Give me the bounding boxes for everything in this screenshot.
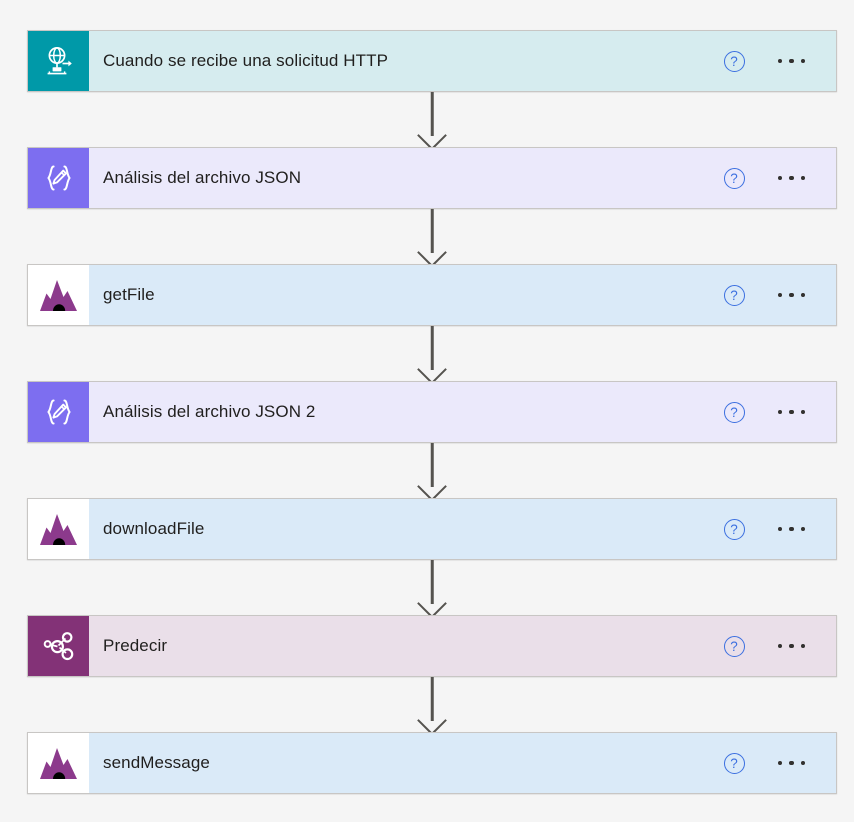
flow-step-card[interactable]: Predecir? [27, 615, 837, 677]
flow-step-actions: ? [723, 401, 827, 423]
ellipsis-icon[interactable] [777, 175, 805, 181]
flow-step-list: Cuando se recibe una solicitud HTTP?Anál… [27, 30, 837, 794]
flow-step-title: downloadFile [103, 519, 205, 538]
connector-arrowhead [417, 588, 447, 619]
flow-step-body[interactable]: Predecir? [89, 616, 836, 676]
flow-step-card[interactable]: sendMessage? [27, 732, 837, 794]
flow-step-body[interactable]: sendMessage? [89, 733, 836, 793]
flow-step-card[interactable]: Análisis del archivo JSON 2? [27, 381, 837, 443]
flow-connector-arrow [27, 326, 837, 385]
http-request-globe-icon [28, 31, 89, 91]
connector-arrowhead [417, 120, 447, 151]
flow-step-actions: ? [723, 167, 827, 189]
connector-arrowhead [417, 354, 447, 385]
flow-step-title: sendMessage [103, 753, 210, 772]
flow-step-body[interactable]: Cuando se recibe una solicitud HTTP? [89, 31, 836, 91]
flow-step-actions: ? [723, 752, 827, 774]
flow-step-card[interactable]: getFile? [27, 264, 837, 326]
flow-step-body[interactable]: downloadFile? [89, 499, 836, 559]
flow-step-body[interactable]: Análisis del archivo JSON 2? [89, 382, 836, 442]
question-circle-icon[interactable]: ? [723, 518, 745, 540]
json-parse-braces-pencil-icon [28, 382, 89, 442]
flow-step-body[interactable]: Análisis del archivo JSON? [89, 148, 836, 208]
ellipsis-icon[interactable] [777, 760, 805, 766]
flow-step-body[interactable]: getFile? [89, 265, 836, 325]
azure-function-mountain-icon [28, 265, 89, 325]
question-circle-icon[interactable]: ? [723, 284, 745, 306]
connector-arrowhead [417, 237, 447, 268]
flow-step-actions: ? [723, 50, 827, 72]
connector-stem [430, 677, 434, 721]
ellipsis-icon[interactable] [777, 643, 805, 649]
flow-connector-arrow [27, 92, 837, 151]
ellipsis-icon[interactable] [777, 526, 805, 532]
connector-arrowhead [417, 471, 447, 502]
flow-step-card[interactable]: Cuando se recibe una solicitud HTTP? [27, 30, 837, 92]
question-circle-icon[interactable]: ? [723, 401, 745, 423]
azure-function-mountain-icon [28, 733, 89, 793]
question-circle-icon[interactable]: ? [723, 167, 745, 189]
machine-learning-nodes-icon [28, 616, 89, 676]
flow-connector-arrow [27, 209, 837, 268]
flow-step-actions: ? [723, 284, 827, 306]
flow-connector-arrow [27, 677, 837, 736]
ellipsis-icon[interactable] [777, 58, 805, 64]
json-parse-braces-pencil-icon [28, 148, 89, 208]
connector-arrowhead [417, 705, 447, 736]
question-circle-icon[interactable]: ? [723, 50, 745, 72]
connector-stem [430, 560, 434, 604]
connector-stem [430, 209, 434, 253]
ellipsis-icon[interactable] [777, 409, 805, 415]
connector-stem [430, 326, 434, 370]
flow-step-title: Cuando se recibe una solicitud HTTP [103, 51, 389, 70]
connector-stem [430, 443, 434, 487]
question-circle-icon[interactable]: ? [723, 635, 745, 657]
flow-connector-arrow [27, 560, 837, 619]
question-circle-icon[interactable]: ? [723, 752, 745, 774]
flow-step-title: Predecir [103, 636, 168, 655]
connector-stem [430, 92, 434, 136]
flow-connector-arrow [27, 443, 837, 502]
flow-step-title: Análisis del archivo JSON 2 [103, 402, 316, 421]
flow-step-title: getFile [103, 285, 155, 304]
flow-step-title: Análisis del archivo JSON [103, 168, 302, 187]
flow-step-card[interactable]: downloadFile? [27, 498, 837, 560]
azure-function-mountain-icon [28, 499, 89, 559]
flow-step-actions: ? [723, 635, 827, 657]
flow-step-actions: ? [723, 518, 827, 540]
flow-step-card[interactable]: Análisis del archivo JSON? [27, 147, 837, 209]
ellipsis-icon[interactable] [777, 292, 805, 298]
